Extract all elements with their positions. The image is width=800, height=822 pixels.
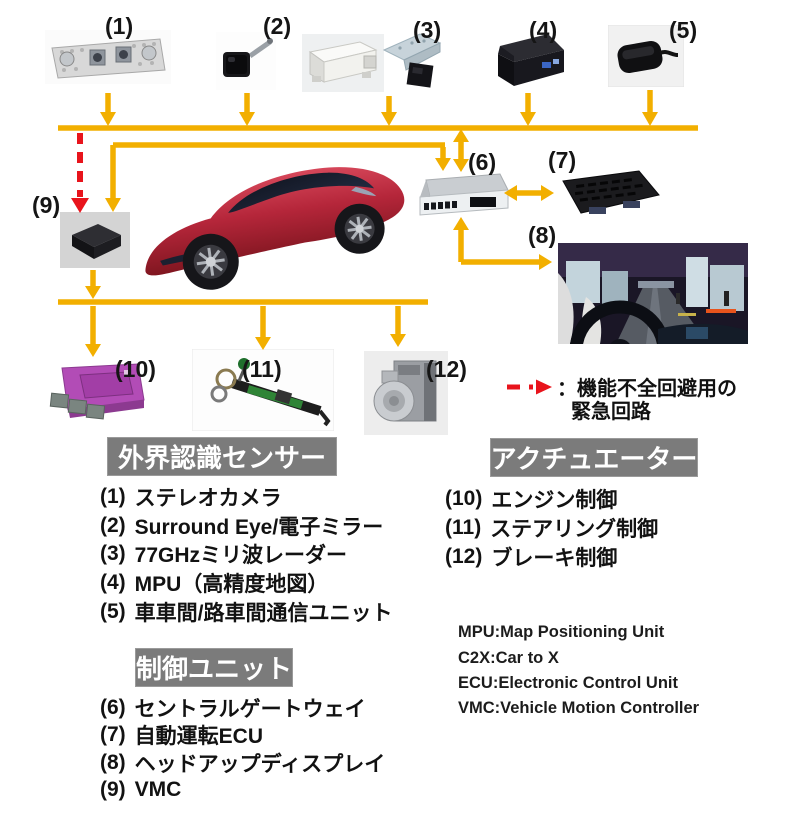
- sensors-list: (1) ステレオカメラ (2) Surround Eye/電子ミラー (3) 7…: [100, 483, 393, 626]
- item-text: 77GHzミリ波レーダー: [134, 544, 348, 568]
- node-label-8: (8): [528, 222, 557, 248]
- v2x-antenna-image: [608, 25, 684, 87]
- list-item: (5) 車車間/路車間通信ユニット: [100, 597, 393, 626]
- item-text: ステレオカメラ: [134, 487, 282, 511]
- node-label-3: (3): [413, 17, 442, 43]
- node-label-12: (12): [426, 356, 467, 382]
- glossary-entry: C2X:Car to X: [458, 648, 559, 667]
- sensors-section-header: 外界認識センサー: [107, 437, 337, 476]
- list-item: (10) エンジン制御: [445, 484, 658, 513]
- node-label-5: (5): [669, 17, 698, 43]
- actuators-list: (10) エンジン制御 (11) ステアリング制御 (12) ブレーキ制御: [445, 484, 658, 571]
- legend-text-line1: ：機能不全回避用の: [557, 378, 737, 400]
- legend-text-line2: 緊急回路: [571, 401, 651, 423]
- item-text: MPU（高精度地図）: [134, 573, 329, 597]
- item-text: セントラルゲートウェイ: [134, 697, 366, 721]
- node-label-10: (10): [115, 356, 156, 382]
- item-number: (3): [100, 542, 126, 566]
- item-text: エンジン制御: [491, 488, 618, 512]
- node-label-9: (9): [32, 192, 61, 218]
- item-number: (10): [445, 486, 483, 510]
- node-label-6: (6): [468, 149, 497, 175]
- item-number: (5): [100, 599, 126, 623]
- car-image: [133, 146, 425, 298]
- abbreviation-glossary: MPU:Map Positioning Unit C2X:Car to X EC…: [458, 620, 699, 722]
- list-item: (7) 自動運転ECU: [100, 722, 385, 750]
- list-item: (11) ステアリング制御: [445, 513, 658, 542]
- node-label-1: (1): [105, 13, 134, 39]
- glossary-entry: MPU:Map Positioning Unit: [458, 623, 665, 642]
- engine-ecu-image: [46, 356, 152, 428]
- steering-actuator-image: [192, 349, 334, 431]
- 77ghz-radar-image: [380, 28, 444, 96]
- item-text: ヘッドアップディスプレイ: [134, 752, 386, 776]
- item-text: Surround Eye/電子ミラー: [134, 515, 384, 539]
- actuators-section-header: アクチュエーター: [490, 438, 698, 477]
- item-text: VMC: [134, 778, 182, 802]
- node-label-11: (11): [242, 356, 282, 382]
- item-number: (2): [100, 513, 126, 537]
- list-item: (3) 77GHzミリ波レーダー: [100, 540, 393, 569]
- item-text: ステアリング制御: [490, 517, 659, 541]
- glossary-entry: VMC:Vehicle Motion Controller: [458, 699, 700, 718]
- list-item: (4) MPU（高精度地図）: [100, 569, 393, 598]
- surround-eye-camera-image: [216, 32, 276, 90]
- item-number: (4): [100, 571, 126, 595]
- list-item: (9) VMC: [100, 777, 385, 805]
- head-up-display-image: [558, 243, 748, 344]
- camera-ecu-image: [302, 34, 384, 92]
- item-number: (6): [100, 695, 126, 719]
- glossary-entry: ECU:Electronic Control Unit: [458, 673, 679, 692]
- item-number: (11): [445, 515, 482, 539]
- item-text: ブレーキ制御: [491, 546, 618, 570]
- item-number: (1): [100, 485, 126, 509]
- item-number: (8): [100, 750, 126, 774]
- node-label-7: (7): [548, 147, 577, 173]
- emergency-arrowhead: [71, 198, 89, 213]
- stereo-camera-image: [44, 26, 172, 88]
- list-item: (12) ブレーキ制御: [445, 542, 658, 571]
- item-text: 自動運転ECU: [134, 725, 264, 749]
- central-gateway-image: [414, 170, 510, 218]
- list-item: (2) Surround Eye/電子ミラー: [100, 512, 393, 541]
- item-number: (7): [100, 723, 126, 747]
- item-number: (12): [445, 544, 483, 568]
- node-label-4: (4): [529, 17, 558, 43]
- node-label-2: (2): [263, 13, 292, 39]
- item-text: 車車間/路車間通信ユニット: [134, 601, 393, 625]
- item-number: (9): [100, 778, 126, 802]
- emergency-circuit-legend: ：機能不全回避用の 緊急回路: [505, 378, 737, 423]
- brake-actuator-image: [364, 351, 448, 435]
- list-item: (8) ヘッドアップディスプレイ: [100, 749, 385, 777]
- vmc-image: [60, 212, 130, 268]
- red-dashed-arrow-icon: [507, 379, 552, 395]
- mpu-unit-image: [486, 26, 568, 94]
- autonomous-ecu-image: [551, 167, 663, 217]
- control-list: (6) セントラルゲートウェイ (7) 自動運転ECU (8) ヘッドアップディ…: [100, 694, 385, 804]
- list-item: (1) ステレオカメラ: [100, 483, 393, 512]
- list-item: (6) セントラルゲートウェイ: [100, 694, 385, 722]
- control-section-header: 制御ユニット: [135, 648, 293, 687]
